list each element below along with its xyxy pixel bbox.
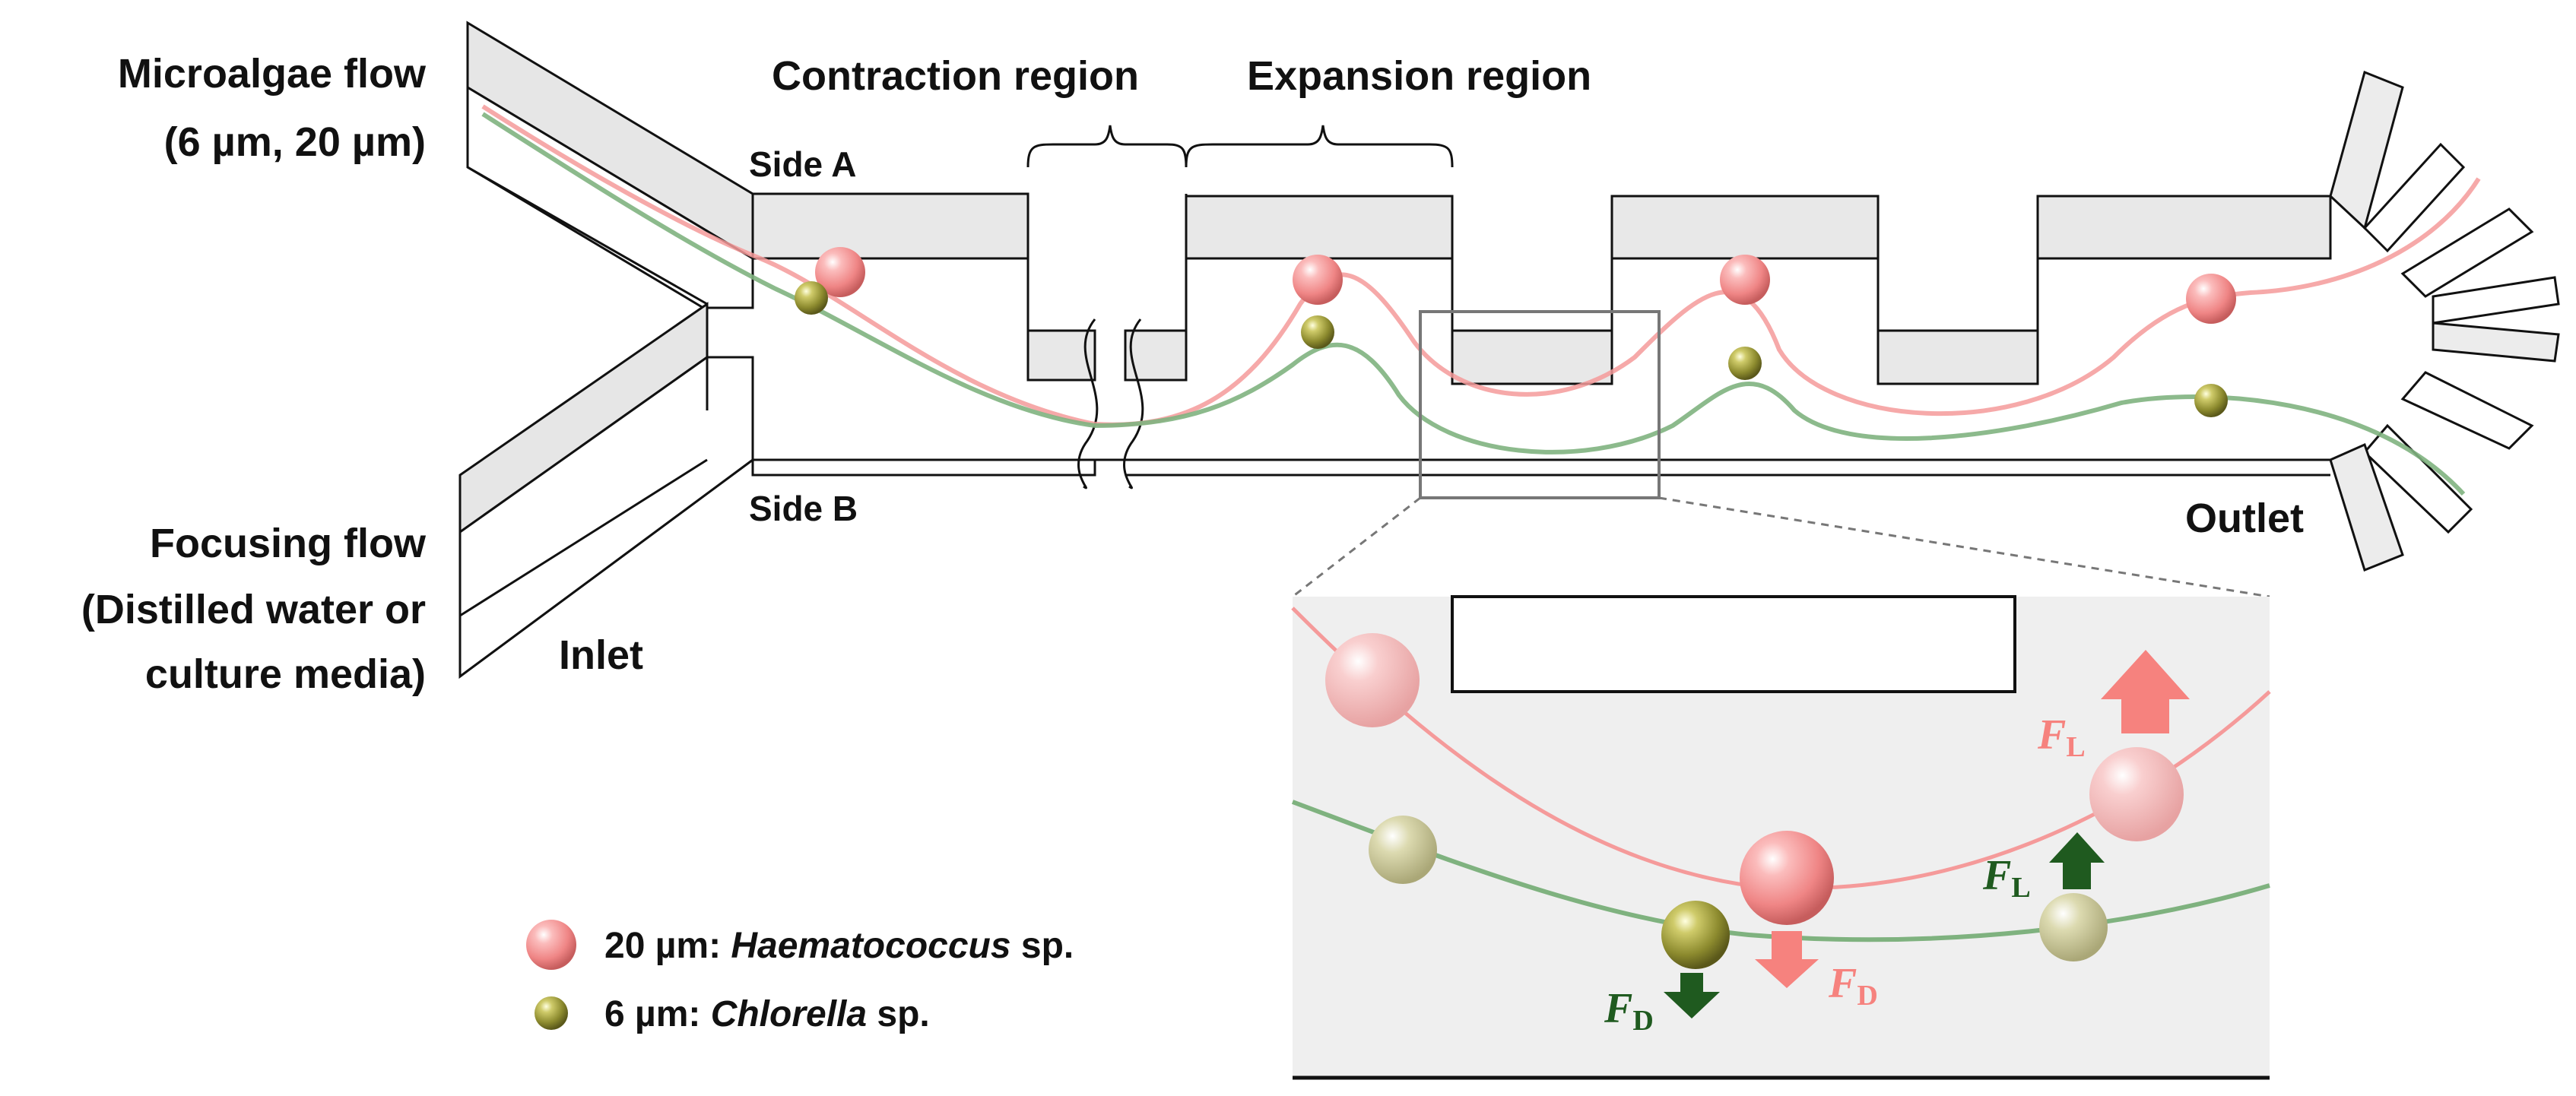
inlet-label: Inlet <box>559 632 643 678</box>
haematococcus-cell-inset <box>1740 831 1834 925</box>
legend-haematococcus-text: 20 µm: Haematococcus sp. <box>604 926 1074 966</box>
drag-label-pink: FD <box>1828 960 1878 1012</box>
channel-break-marks <box>1077 318 1144 489</box>
contraction-floor-3 <box>1451 329 1613 385</box>
drag-label-green: FD <box>1604 985 1654 1037</box>
microalgae-sizes-label: (6 µm, 20 µm) <box>164 119 426 165</box>
zoom-selection-box <box>1419 310 1661 499</box>
outlet-fan <box>2329 70 2560 572</box>
lift-label-pink: FL <box>2037 711 2086 763</box>
contraction-floor-4 <box>1876 329 2039 385</box>
side-b-wall <box>751 458 1096 477</box>
side-a-wall-4 <box>2036 195 2332 260</box>
side-b-label: Side B <box>749 489 858 528</box>
contraction-floor-1 <box>1026 329 1096 382</box>
legend-chlorella-swatch <box>535 996 568 1030</box>
channel-particles <box>795 247 2236 417</box>
legend-chlorella-text: 6 µm: Chlorella sp. <box>604 994 930 1034</box>
chlorella-cell-inset <box>1661 901 1730 969</box>
microalgae-flow-label: Microalgae flow <box>118 51 427 97</box>
chlorella-cell-faint <box>1369 816 1437 884</box>
chlorella-cell <box>1728 347 1762 380</box>
inset-chlorella-trajectory <box>1291 800 2270 942</box>
haematococcus-cell <box>1720 255 1770 305</box>
chlorella-trajectory <box>481 112 2466 496</box>
focusing-media-label-2: culture media) <box>145 651 426 697</box>
region-braces <box>1026 125 1454 168</box>
zoom-guide-lines <box>1292 496 2270 598</box>
chlorella-cell-faint-right <box>2039 893 2108 961</box>
trajectories <box>481 104 2481 496</box>
focusing-media-label-1: (Distilled water or <box>81 587 426 632</box>
contraction-brace <box>1026 125 1188 168</box>
haematococcus-cell <box>2186 274 2236 324</box>
chlorella-cell <box>2194 384 2228 417</box>
haematococcus-cell <box>815 247 865 297</box>
inset-channel-notch <box>1451 595 2016 693</box>
legend: 20 µm: Haematococcus sp. 6 µm: Chlorella… <box>526 920 1074 1034</box>
expansion-brace <box>1185 125 1454 168</box>
side-a-label: Side A <box>749 144 856 184</box>
lift-arrow-pink <box>2101 650 2190 733</box>
lift-label-green: FL <box>1982 852 2031 904</box>
zoom-inset: FL FL FD FD <box>1291 595 2271 1080</box>
side-a-wall-1 <box>751 192 1029 260</box>
outlet-label: Outlet <box>2185 496 2304 541</box>
haematococcus-trajectory <box>481 104 2481 427</box>
expansion-region-label: Expansion region <box>1247 53 1591 99</box>
chlorella-cell <box>795 281 828 315</box>
lift-arrow-green <box>2049 832 2105 889</box>
contraction-region-label: Contraction region <box>772 53 1139 99</box>
main-channel <box>751 192 2332 477</box>
haematococcus-cell <box>1293 255 1343 305</box>
side-a-wall-3 <box>1610 195 1880 260</box>
drag-arrow-green <box>1664 973 1720 1018</box>
haematococcus-cell-faint-right <box>2089 747 2184 841</box>
haematococcus-cell-faint <box>1325 633 1420 727</box>
drag-arrow-pink <box>1755 931 1819 988</box>
chlorella-cell <box>1301 315 1334 349</box>
side-a-wall-2 <box>1185 195 1454 260</box>
focusing-flow-label: Focusing flow <box>150 521 427 566</box>
legend-haematococcus-swatch <box>526 920 576 970</box>
